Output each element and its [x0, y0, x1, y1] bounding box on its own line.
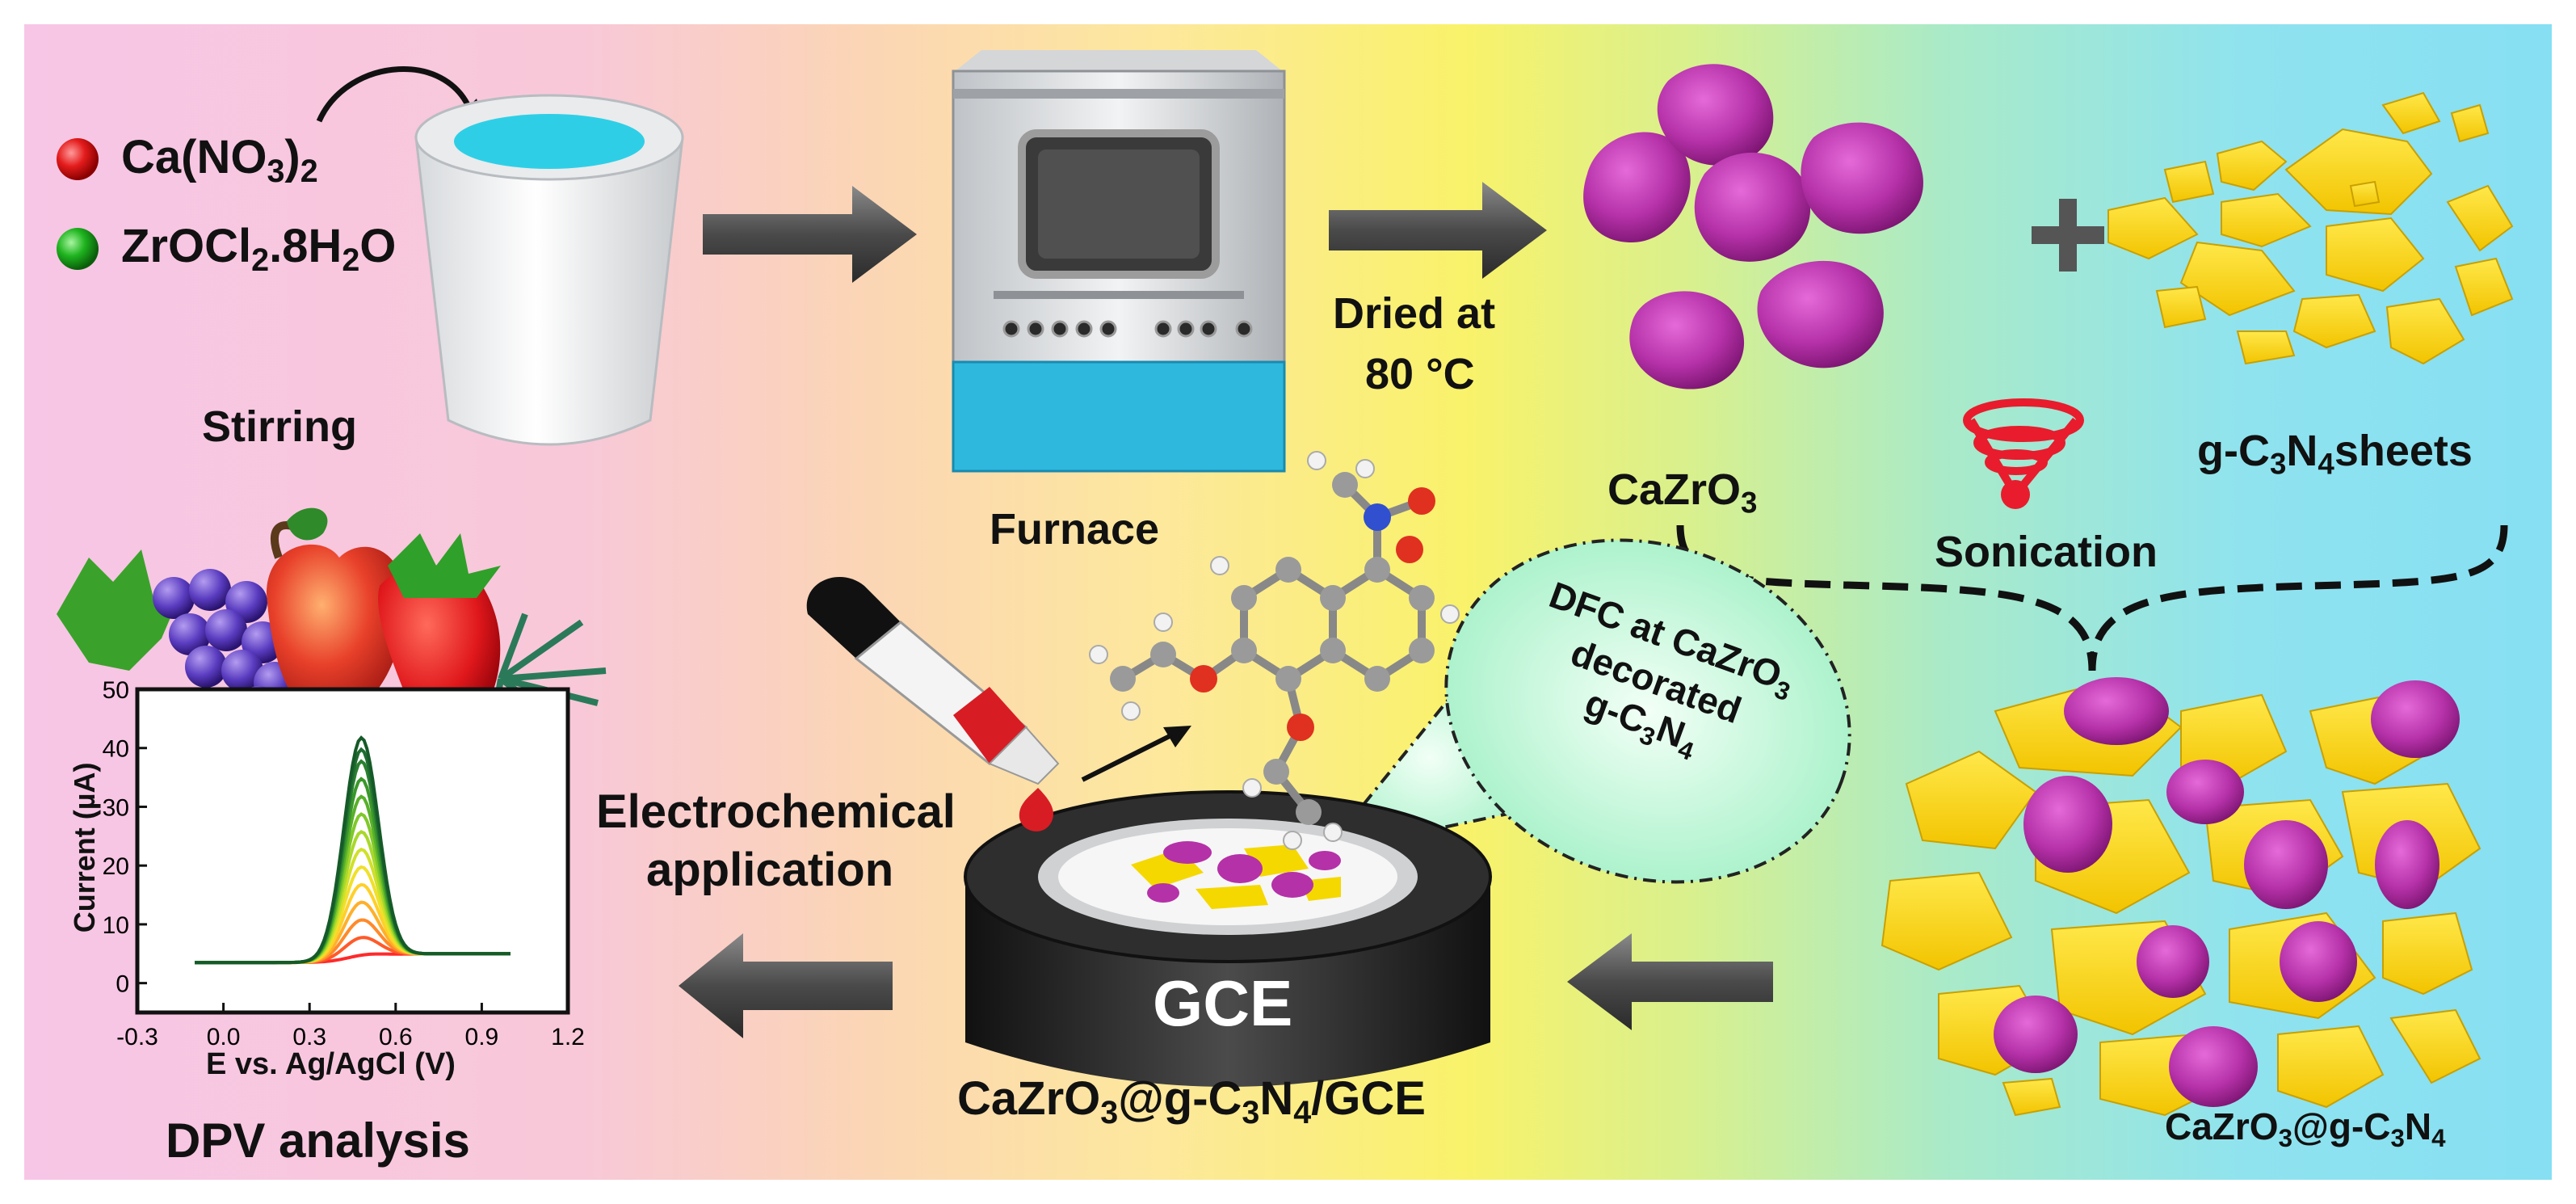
stirring-label: Stirring [202, 402, 358, 451]
process-arrow-4 [679, 933, 893, 1038]
zirconium-precursor-ball [57, 228, 99, 270]
y-tick-label: 30 [103, 794, 129, 821]
x-tick-label: 1.2 [551, 1024, 585, 1050]
electrochemical-label-line1: Electrochemical [596, 785, 956, 838]
furnace-illustration [952, 50, 1286, 473]
x-tick-label: 0.0 [207, 1024, 241, 1050]
dpv-ylabel: Current (µA) [68, 762, 102, 933]
drop-arrow [1081, 729, 1181, 782]
y-tick-label: 20 [103, 853, 129, 880]
electrochemical-label-line2: application [646, 844, 894, 896]
cazro3-label: CaZrO3 [1607, 465, 1758, 520]
dpv-analysis-label: DPV analysis [166, 1113, 470, 1168]
x-tick-label: 0.6 [379, 1024, 413, 1050]
gce-label: GCE [1153, 967, 1293, 1039]
process-arrow-1 [703, 186, 917, 283]
composite-cluster [1881, 677, 2481, 1117]
y-tick-label: 50 [103, 677, 129, 704]
furnace-label: Furnace [990, 505, 1160, 554]
stirring-beaker [414, 94, 684, 446]
y-tick-label: 0 [116, 971, 129, 998]
x-tick-label: 0.9 [465, 1024, 499, 1050]
sonication-label: Sonication [1935, 528, 2158, 576]
dried-label-line1: Dried at [1333, 289, 1496, 338]
callout-bubble [1320, 538, 1851, 884]
cazro3-particles [1583, 64, 1923, 389]
plus-sign [2032, 199, 2104, 272]
gcn-sheets [2107, 91, 2514, 365]
addition-arrow [316, 66, 476, 123]
y-tick-label: 10 [103, 912, 129, 939]
calcium-precursor-label: Ca(NO3)2 [121, 131, 318, 190]
dpv-xlabel: E vs. Ag/AgCl (V) [206, 1047, 456, 1081]
dpv-curve [195, 735, 511, 965]
dropper-icon [806, 576, 1060, 831]
electrode-label: CaZrO3@g-C3N4/GCE [957, 1072, 1426, 1131]
calcium-precursor-ball [57, 138, 99, 180]
composite-label: CaZrO3@g-C3N4 [2165, 1105, 2446, 1152]
molecule-model [1089, 451, 1460, 850]
x-tick-label: 0.3 [292, 1024, 326, 1050]
gce-electrode [964, 790, 1492, 1087]
process-arrow-2 [1329, 182, 1547, 279]
dpv-plot: -0.3 0.0 0.3 0.6 0.9 1.2 0 10 20 30 40 50 [103, 677, 585, 1050]
x-tick-label: -0.3 [116, 1024, 158, 1050]
process-arrow-3 [1567, 933, 1773, 1030]
gcn-sheets-label: g-C3N4sheets [2197, 427, 2473, 481]
zirconium-precursor-label: ZrOCl2.8H2O [121, 220, 397, 279]
y-tick-label: 40 [103, 736, 129, 763]
sonication-horn-icon [1963, 398, 2084, 488]
dried-label-line2: 80 °C [1365, 350, 1475, 398]
